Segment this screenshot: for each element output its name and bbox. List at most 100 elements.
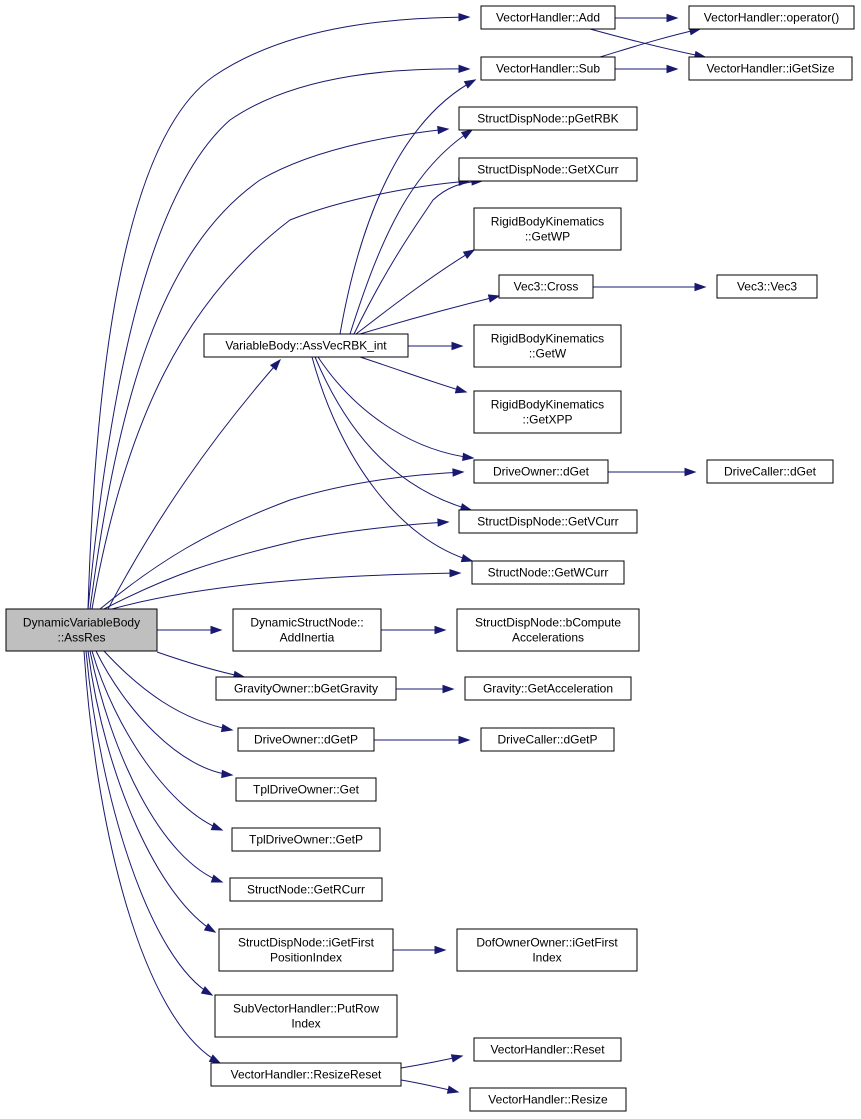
graph-node-n7[interactable]: VariableBody::AssVecRBK_int <box>203 333 409 358</box>
node-label: DriveOwner::dGetP <box>254 733 358 747</box>
graph-node-n30[interactable]: VectorHandler::Reset <box>473 1037 622 1062</box>
arrow-head-icon <box>449 568 462 578</box>
graph-node-n1[interactable]: VectorHandler::Add <box>480 5 616 30</box>
node-box[interactable] <box>469 1087 627 1112</box>
node-box[interactable] <box>231 827 381 852</box>
edge-n7-to-n11 <box>408 341 464 351</box>
node-box[interactable] <box>456 608 640 652</box>
graph-node-n31[interactable]: VectorHandler::Resize <box>469 1087 627 1112</box>
graph-node-n11[interactable]: RigidBodyKinematics::GetW <box>473 324 622 368</box>
node-box[interactable] <box>214 994 398 1038</box>
graph-node-n16[interactable]: StructNode::GetWCurr <box>471 560 625 585</box>
graph-node-n9[interactable]: Vec3::Cross <box>498 274 594 299</box>
node-box[interactable] <box>5 608 158 652</box>
edge-n1-to-n2 <box>615 13 679 23</box>
edge-n19-to-n20 <box>396 684 455 694</box>
node-box[interactable] <box>464 676 632 701</box>
graph-node-n4[interactable]: VectorHandler::Sub <box>480 56 616 81</box>
node-box[interactable] <box>203 333 409 358</box>
node-box[interactable] <box>473 324 622 368</box>
graph-node-n24[interactable]: TplDriveOwner::GetP <box>231 827 381 852</box>
graph-node-n10[interactable]: Vec3::Vec3 <box>716 274 818 299</box>
node-box[interactable] <box>473 390 622 434</box>
node-box[interactable] <box>458 157 638 182</box>
graph-node-n29[interactable]: VectorHandler::ResizeReset <box>210 1062 402 1087</box>
node-box[interactable] <box>716 274 818 299</box>
arrow-head-icon <box>694 282 707 292</box>
graph-node-n19[interactable]: GravityOwner::bGetGravity <box>215 676 397 701</box>
node-label: GravityOwner::bGetGravity <box>234 682 378 696</box>
edge-n4-to-n3 <box>615 64 679 74</box>
arrow-head-icon <box>210 874 224 883</box>
node-box[interactable] <box>688 56 853 81</box>
node-box[interactable] <box>688 5 855 30</box>
node-box[interactable] <box>473 1037 622 1062</box>
node-box[interactable] <box>215 676 397 701</box>
edge-n7-to-n16 <box>311 356 474 563</box>
arrow-head-icon <box>221 769 234 779</box>
graph-node-n15[interactable]: StructDispNode::GetVCurr <box>458 509 638 534</box>
graph-node-n14[interactable]: DriveCaller::dGet <box>706 459 834 484</box>
edge-n21-to-n22 <box>373 735 471 745</box>
node-label: StructDispNode::pGetRBK <box>477 112 618 126</box>
node-box[interactable] <box>458 509 638 534</box>
arrow-head-icon <box>203 923 217 933</box>
node-label: DriveOwner::dGet <box>493 465 590 479</box>
arrow-head-icon <box>666 64 679 74</box>
edge-n0-to-n7 <box>107 358 281 610</box>
graph-node-n25[interactable]: StructNode::GetRCurr <box>229 877 383 902</box>
edge-n7-to-n15 <box>314 356 473 512</box>
node-box[interactable] <box>456 928 638 972</box>
arrow-head-icon <box>446 1085 460 1094</box>
edge-line <box>103 521 449 610</box>
graph-node-n3[interactable]: VectorHandler::iGetSize <box>688 56 853 81</box>
graph-node-n2[interactable]: VectorHandler::operator() <box>688 5 855 30</box>
node-box[interactable] <box>480 727 615 752</box>
graph-node-n23[interactable]: TplDriveOwner::Get <box>235 777 377 802</box>
edge-line <box>353 180 483 335</box>
node-box[interactable] <box>229 877 383 902</box>
node-box[interactable] <box>480 5 616 30</box>
node-box[interactable] <box>473 459 609 484</box>
graph-node-n0[interactable]: DynamicVariableBody::AssRes <box>5 608 158 652</box>
graph-node-n5[interactable]: StructDispNode::pGetRBK <box>458 106 638 131</box>
node-label: StructNode::GetRCurr <box>247 883 365 897</box>
graph-node-n12[interactable]: RigidBodyKinematics::GetXPP <box>473 390 622 434</box>
node-label: ::GetW <box>529 347 567 361</box>
node-box[interactable] <box>218 928 394 972</box>
edge-line <box>91 650 223 831</box>
node-box[interactable] <box>473 207 622 251</box>
arrow-head-icon <box>460 129 474 140</box>
node-box[interactable] <box>237 727 375 752</box>
graph-node-n8[interactable]: RigidBodyKinematics::GetWP <box>473 207 622 251</box>
graph-node-n6[interactable]: StructDispNode::GetXCurr <box>458 157 638 182</box>
node-box[interactable] <box>210 1062 402 1087</box>
graph-node-n17[interactable]: DynamicStructNode::AddInertia <box>232 608 382 652</box>
node-box[interactable] <box>471 560 625 585</box>
node-label: RigidBodyKinematics <box>491 398 604 412</box>
edge-line <box>589 28 706 58</box>
node-label: DynamicVariableBody <box>23 616 140 630</box>
arrow-head-icon <box>458 64 471 74</box>
node-box[interactable] <box>480 56 616 81</box>
edge-n1-to-n3 <box>589 28 707 60</box>
node-box[interactable] <box>235 777 377 802</box>
edge-n0-to-n17 <box>157 625 223 635</box>
graph-node-n13[interactable]: DriveOwner::dGet <box>473 459 609 484</box>
node-box[interactable] <box>232 608 382 652</box>
node-box[interactable] <box>706 459 834 484</box>
edge-line <box>99 471 464 610</box>
graph-node-n21[interactable]: DriveOwner::dGetP <box>237 727 375 752</box>
graph-node-n20[interactable]: Gravity::GetAcceleration <box>464 676 632 701</box>
node-box[interactable] <box>458 106 638 131</box>
edge-n0-to-n26 <box>87 650 217 933</box>
graph-node-n22[interactable]: DriveCaller::dGetP <box>480 727 615 752</box>
node-box[interactable] <box>498 274 594 299</box>
arrow-head-icon <box>208 1054 222 1064</box>
node-label: Index <box>291 1017 320 1031</box>
